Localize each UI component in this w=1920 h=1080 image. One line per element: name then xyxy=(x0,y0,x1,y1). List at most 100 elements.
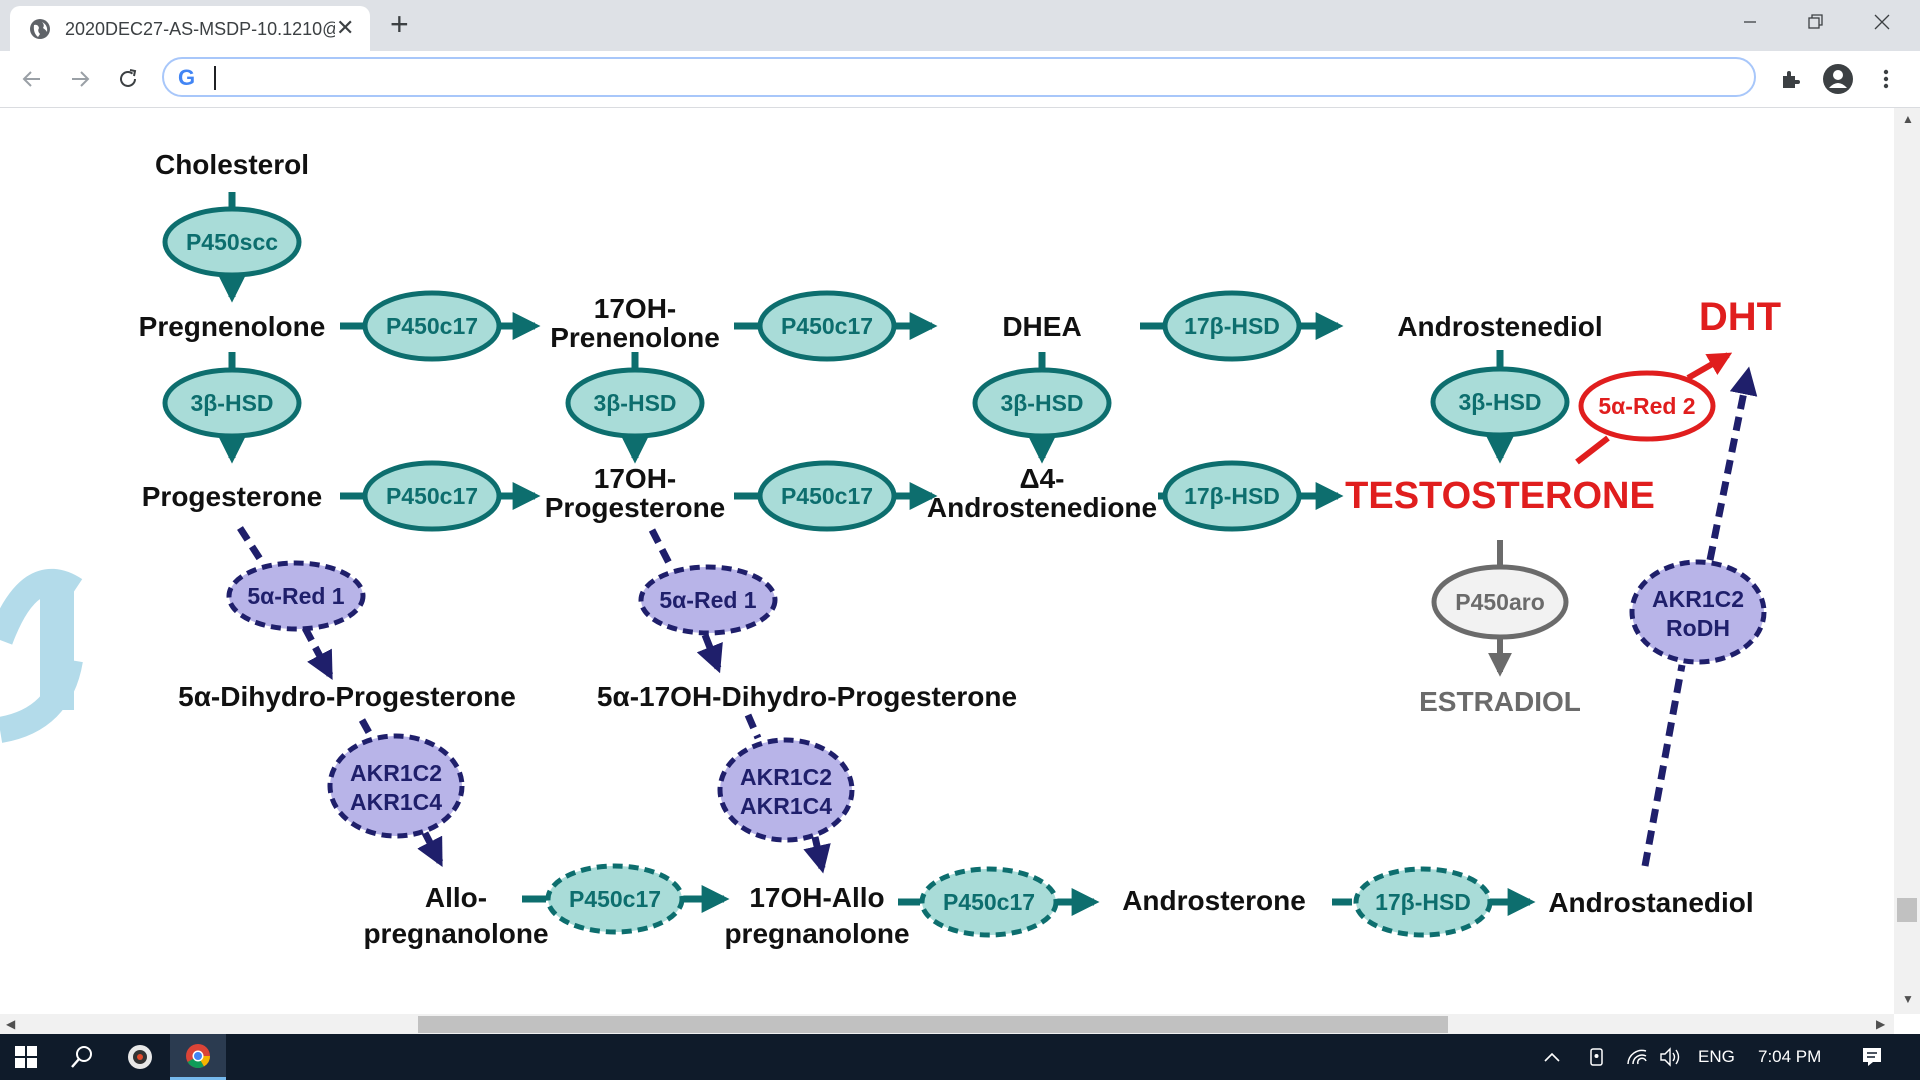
label-3bhsd-a: 3β-HSD xyxy=(190,390,273,416)
metabolite-testosterone: TESTOSTERONE xyxy=(1345,475,1655,517)
metabolite-17oh-allo-2: pregnanolone xyxy=(724,918,909,949)
teal-dashed-connectors xyxy=(522,885,1536,916)
enzyme-akr1c2-akr1c4-b xyxy=(717,737,855,843)
label-akr-b-1: AKR1C2 xyxy=(740,764,832,790)
purple-dashed-connectors xyxy=(237,366,1758,874)
label-3bhsd-c: 3β-HSD xyxy=(1000,390,1083,416)
clock[interactable]: 7:04 PM xyxy=(1758,1047,1822,1066)
metabolite-estradiol: ESTRADIOL xyxy=(1419,686,1581,717)
enzyme-17bhsd-c xyxy=(1353,866,1493,938)
enzyme-p450c17-b xyxy=(757,290,897,362)
enzyme-akr1c2-rodh xyxy=(1629,559,1767,665)
metabolite-allopregnanolone-2: pregnanolone xyxy=(363,918,548,949)
metabolite-androstenedione-1: Δ4- xyxy=(1019,463,1064,494)
enzyme-p450c17-e xyxy=(545,863,685,935)
enzyme-5ared1-b xyxy=(638,564,778,636)
enzyme-5ared1-a xyxy=(226,560,366,632)
search-icon[interactable] xyxy=(58,1034,106,1080)
windows-taskbar: ENG 7:04 PM xyxy=(0,1034,1920,1080)
label-p450scc: P450scc xyxy=(186,229,278,255)
enzyme-p450c17-f xyxy=(919,866,1059,938)
enzyme-3bhsd-c xyxy=(972,367,1112,439)
enzyme-3bhsd-a xyxy=(162,367,302,439)
label-17bhsd-c: 17β-HSD xyxy=(1375,889,1471,915)
metabolite-dht: DHT xyxy=(1699,295,1781,339)
url-input[interactable] xyxy=(212,63,1736,93)
enzyme-5ared2 xyxy=(1578,370,1716,442)
metabolite-progesterone: Progesterone xyxy=(142,481,323,512)
notification-icon[interactable] xyxy=(1848,1034,1896,1080)
windows-start-icon[interactable] xyxy=(2,1034,50,1080)
reload-button[interactable] xyxy=(112,63,144,95)
label-p450c17-f: P450c17 xyxy=(943,889,1035,915)
vertical-scroll-thumb[interactable] xyxy=(1897,898,1917,922)
label-5ared1-b: 5α-Red 1 xyxy=(659,587,756,613)
metabolite-androstanediol: Androstanediol xyxy=(1548,887,1753,918)
media-app-icon[interactable] xyxy=(116,1034,164,1080)
steroid-pathway-diagram: P450scc P450c17 P450c17 17β-HSD 3β-HSD 3… xyxy=(0,149,1781,949)
metabolite-dhea: DHEA xyxy=(1002,311,1081,342)
metabolite-17oh-preg-2: Prenenolone xyxy=(550,322,720,353)
minimize-button[interactable] xyxy=(1720,0,1780,44)
label-p450aro: P450aro xyxy=(1455,589,1545,615)
label-akr-a-1: AKR1C2 xyxy=(350,760,442,786)
tab-strip: 2020DEC27-AS-MSDP-10.1210@ ✕ + xyxy=(0,0,1920,51)
page-content: P450scc P450c17 P450c17 17β-HSD 3β-HSD 3… xyxy=(0,108,1894,1014)
restore-button[interactable] xyxy=(1786,0,1846,44)
metabolite-17oh-prog-2: Progesterone xyxy=(545,492,726,523)
red-arrow xyxy=(1575,352,1733,465)
back-button[interactable] xyxy=(16,63,48,95)
active-tab[interactable]: 2020DEC27-AS-MSDP-10.1210@ ✕ xyxy=(10,6,370,51)
new-tab-button[interactable]: + xyxy=(390,6,409,42)
vertical-scrollbar[interactable]: ▲ ▼ xyxy=(1894,108,1920,1014)
metabolite-17oh-preg-1: 17OH- xyxy=(594,293,676,324)
enzyme-akr1c2-akr1c4-a xyxy=(327,733,465,839)
scroll-up-icon[interactable]: ▲ xyxy=(1902,112,1914,126)
metabolite-pregnenolone: Pregnenolone xyxy=(139,311,326,342)
label-3bhsd-d: 3β-HSD xyxy=(1458,389,1541,415)
metabolite-dihydro-progesterone: 5α-Dihydro-Progesterone xyxy=(178,681,516,712)
enzyme-p450c17-d xyxy=(757,460,897,532)
horizontal-scrollbar[interactable]: ◀ ▶ xyxy=(0,1014,1894,1034)
label-p450c17-a: P450c17 xyxy=(386,313,478,339)
enzyme-3bhsd-d xyxy=(1430,366,1570,438)
metabolite-androstenedione-2: Androstenedione xyxy=(927,492,1157,523)
scroll-right-icon[interactable]: ▶ xyxy=(1876,1017,1886,1031)
close-window-button[interactable] xyxy=(1852,0,1912,44)
label-p450c17-c: P450c17 xyxy=(386,483,478,509)
address-bar[interactable]: G xyxy=(162,57,1756,97)
google-icon: G xyxy=(178,65,196,90)
label-3bhsd-b: 3β-HSD xyxy=(593,390,676,416)
label-akr-a-2: AKR1C4 xyxy=(350,789,442,815)
metabolite-17oh-allo-1: 17OH-Allo xyxy=(749,882,884,913)
wifi-icon[interactable] xyxy=(1622,1034,1652,1080)
meet-now-icon[interactable] xyxy=(1584,1034,1612,1080)
enzyme-17bhsd-b xyxy=(1162,460,1302,532)
metabolite-cholesterol: Cholesterol xyxy=(155,149,309,180)
scroll-down-icon[interactable]: ▼ xyxy=(1902,992,1914,1006)
profile-icon[interactable] xyxy=(1822,63,1854,95)
extensions-icon[interactable] xyxy=(1774,63,1806,95)
close-icon[interactable]: ✕ xyxy=(336,15,355,40)
language-indicator[interactable]: ENG xyxy=(1698,1047,1735,1066)
metabolite-17oh-dihydro-progesterone: 5α-17OH-Dihydro-Progesterone xyxy=(597,681,1017,712)
forward-button[interactable] xyxy=(64,63,96,95)
chrome-taskbar-icon[interactable] xyxy=(170,1034,226,1080)
label-p450c17-e: P450c17 xyxy=(569,886,661,912)
enzyme-p450aro xyxy=(1431,564,1569,640)
metabolite-17oh-prog-1: 17OH- xyxy=(594,463,676,494)
enzyme-p450scc xyxy=(162,206,302,278)
browser-toolbar: G xyxy=(0,51,1920,108)
enzyme-p450c17-c xyxy=(362,460,502,532)
label-akr-rodh-2: RoDH xyxy=(1666,615,1730,641)
label-5ared1-a: 5α-Red 1 xyxy=(247,583,344,609)
horizontal-scroll-thumb[interactable] xyxy=(418,1016,1448,1033)
label-5ared2: 5α-Red 2 xyxy=(1598,393,1695,419)
metabolite-androsterone: Androsterone xyxy=(1122,885,1306,916)
chevron-up-icon[interactable] xyxy=(1538,1034,1566,1080)
menu-icon[interactable] xyxy=(1870,63,1902,95)
tab-title: 2020DEC27-AS-MSDP-10.1210@ xyxy=(65,19,335,39)
scroll-left-icon[interactable]: ◀ xyxy=(6,1017,16,1031)
enzyme-17bhsd-a xyxy=(1162,290,1302,362)
volume-icon[interactable] xyxy=(1656,1034,1686,1080)
